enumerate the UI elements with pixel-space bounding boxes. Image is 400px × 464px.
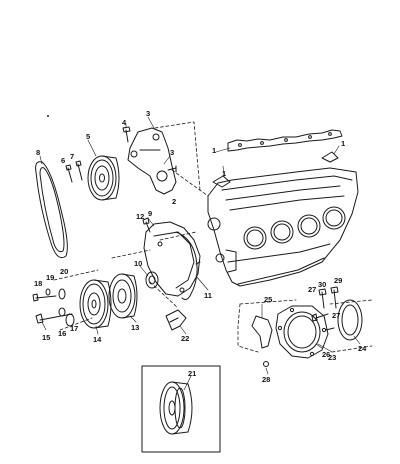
bolt-27a [311, 313, 329, 322]
callout-6: 6 [61, 156, 65, 165]
callout-25: 25 [264, 295, 272, 304]
timing-cover [143, 221, 201, 297]
callout-11: 11 [204, 291, 212, 300]
callout-29: 29 [334, 276, 342, 285]
callout-2: 2 [172, 197, 176, 206]
water-pump-pulley [87, 155, 120, 201]
callout-19: 19 [46, 273, 54, 282]
callout-22: 22 [181, 334, 189, 343]
clip-right [321, 151, 339, 163]
leader-lines [39, 116, 361, 391]
callout-labels: 1 1 1 2 3 3 4 5 6 7 8 9 10 11 12 13 14 1… [34, 109, 367, 384]
callout-14: 14 [93, 335, 102, 344]
callout-23: 23 [328, 353, 336, 362]
callout-7: 7 [70, 152, 74, 161]
callout-1-clip: 1 [222, 169, 226, 178]
bolt-12 [142, 217, 151, 233]
washer-20 [58, 288, 66, 300]
drive-belt [35, 161, 68, 259]
bolt-15 [35, 313, 73, 324]
callout-18: 18 [34, 279, 42, 288]
timing-cover-gasket [175, 231, 201, 301]
bolt-30 [318, 288, 327, 309]
crankshaft-pulley [79, 279, 112, 329]
callout-3-side: 3 [170, 148, 174, 157]
alignment-lines [53, 121, 373, 353]
front-seal [145, 271, 159, 289]
bolt-4 [122, 126, 131, 143]
water-pump [127, 127, 177, 195]
bolt-29 [330, 286, 339, 309]
seal-retainer [251, 315, 273, 349]
bolt-6 [65, 164, 73, 183]
callout-20: 20 [60, 267, 68, 276]
callout-27-top: 27 [308, 285, 316, 294]
callout-8: 8 [36, 148, 40, 157]
callout-13: 13 [131, 323, 139, 332]
rear-seal-housing [275, 305, 329, 359]
bracket-22 [165, 309, 187, 331]
callout-17: 17 [70, 324, 78, 333]
rear-main-seal [337, 299, 363, 341]
water-pump-stud [167, 165, 177, 173]
callout-5: 5 [86, 132, 90, 141]
callout-1-clip-right: 1 [341, 139, 345, 148]
gasket-strip [227, 129, 343, 152]
washer-17 [65, 313, 75, 327]
callout-26: 26 [322, 350, 330, 359]
dowel-28 [263, 361, 269, 367]
callout-1-gasket: 1 [212, 146, 216, 155]
bolt-7 [75, 160, 83, 181]
callout-10: 10 [134, 259, 142, 268]
stray-dot [47, 115, 49, 117]
callout-28: 28 [262, 375, 270, 384]
callout-30: 30 [318, 280, 326, 289]
inset-pulley [159, 381, 193, 435]
callout-24: 24 [358, 344, 367, 353]
washer-19 [45, 288, 51, 296]
callout-3-top: 3 [146, 109, 150, 118]
callout-15: 15 [42, 333, 50, 342]
callout-9: 9 [148, 209, 152, 218]
callout-12: 12 [136, 212, 144, 221]
callout-4: 4 [122, 118, 127, 127]
callout-16: 16 [58, 329, 66, 338]
inset-box [141, 365, 221, 453]
bolt-27b [325, 327, 335, 331]
clip-left [212, 175, 231, 188]
drive-belt-inner [39, 167, 65, 253]
bolt-18 [32, 293, 57, 302]
callout-27-side: 27 [332, 311, 340, 320]
callout-21: 21 [188, 369, 196, 378]
washer-16 [58, 307, 66, 317]
engine-block [207, 167, 359, 287]
harmonic-balancer [108, 273, 138, 319]
